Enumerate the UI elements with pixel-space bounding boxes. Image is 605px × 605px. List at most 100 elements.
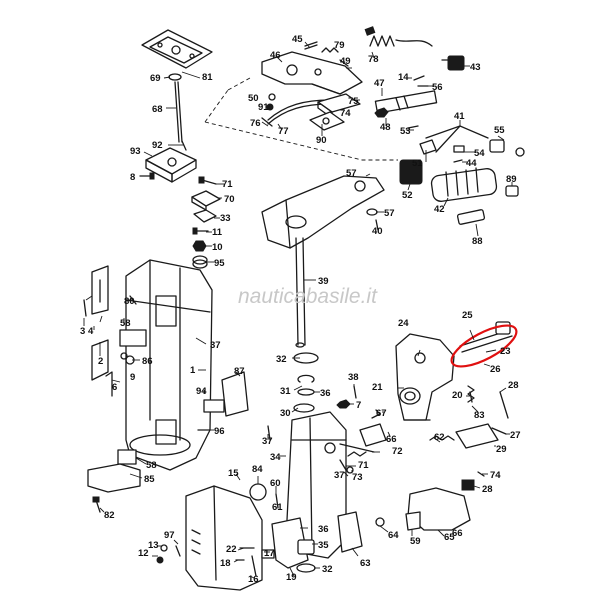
clamp-5 [91, 265, 109, 315]
callout-55: 55 [494, 125, 505, 136]
cap-89 [505, 185, 519, 197]
clamp-6-screw [105, 371, 113, 397]
callout-52: 52 [402, 190, 413, 201]
block-28b [461, 479, 475, 491]
plate-90 [309, 111, 345, 131]
clamp-2 [91, 339, 109, 381]
callout-3: 3 [80, 326, 85, 337]
callout-43: 43 [470, 62, 481, 73]
callout-31: 31 [280, 386, 291, 397]
bolt-49 [339, 59, 349, 67]
washer-73 [346, 466, 354, 474]
bushing-36 [297, 388, 315, 396]
callout-19: 19 [286, 572, 297, 583]
steering-arm-57 [261, 175, 385, 249]
pinion-88 [456, 209, 486, 225]
bracket-70 [191, 190, 221, 211]
screw-71 [198, 176, 217, 185]
callout-58b: 58 [146, 460, 157, 471]
bracket-66 [359, 423, 387, 447]
rod-27 [491, 427, 507, 435]
callout-48: 48 [380, 122, 391, 133]
callout-94: 94 [196, 386, 207, 397]
callout-66a: 66 [386, 434, 397, 445]
callout-73: 73 [352, 472, 363, 483]
screw-3 [83, 299, 87, 317]
callout-76: 76 [250, 118, 261, 129]
rod-28 [499, 391, 509, 419]
link-45 [304, 41, 318, 50]
bracket-29 [455, 423, 499, 449]
callout-14: 14 [398, 72, 409, 83]
throttle-shaft-47 [374, 90, 438, 114]
washer-57b [366, 208, 378, 216]
callout-82: 82 [104, 510, 115, 521]
callout-64: 64 [388, 530, 399, 541]
screw-74 [477, 471, 485, 477]
callout-79: 79 [334, 40, 345, 51]
callout-45: 45 [292, 34, 303, 45]
callout-93: 93 [130, 146, 141, 157]
callout-32a: 32 [276, 354, 287, 365]
callout-32b: 32 [322, 564, 333, 575]
screw-38 [353, 385, 357, 399]
watermark: nauticabasile.it [238, 285, 378, 308]
callout-20: 20 [452, 390, 463, 401]
switch-55 [489, 139, 525, 157]
callout-8: 8 [130, 172, 135, 183]
cover-93 [145, 147, 197, 183]
callout-57b: 57 [384, 208, 395, 219]
callout-91: 91 [258, 102, 269, 113]
callout-16: 16 [248, 574, 259, 585]
callout-2: 2 [98, 356, 103, 367]
knob-43 [441, 55, 465, 71]
screw-60 [275, 493, 279, 509]
callout-13: 13 [148, 540, 159, 551]
callout-26: 26 [490, 364, 501, 375]
callout-62: 62 [434, 432, 445, 443]
callout-29: 29 [496, 444, 507, 455]
callout-84: 84 [252, 464, 263, 475]
washer-50 [268, 93, 276, 101]
callout-67: 67 [376, 408, 387, 419]
nut-91 [266, 103, 274, 111]
callout-4: 4 [88, 326, 94, 337]
callout-11: 11 [212, 227, 223, 238]
tilt-bracket-24 [395, 333, 455, 421]
pin-92 [181, 140, 187, 151]
dashed-box [204, 77, 398, 161]
callout-86: 86 [142, 356, 153, 367]
knob-17 [261, 549, 275, 559]
callout-80: 80 [124, 296, 135, 307]
callout-53: 53 [400, 126, 411, 137]
callout-37a: 37 [210, 340, 221, 351]
screw-40 [375, 219, 379, 231]
callout-89: 89 [506, 174, 517, 185]
callout-65: 65 [444, 532, 455, 543]
screw-44 [453, 159, 463, 163]
plate-84 [249, 483, 267, 501]
callout-87: 87 [234, 366, 245, 377]
bolt-16 [251, 555, 257, 577]
spring-71 [347, 451, 367, 457]
callout-17: 17 [264, 548, 275, 559]
callout-22: 22 [226, 544, 237, 555]
grip-42 [430, 167, 498, 202]
grommet-95 [192, 255, 208, 269]
callout-63: 63 [360, 558, 371, 569]
callout-78: 78 [368, 54, 379, 65]
bracket-63 [337, 511, 363, 553]
nut-48 [374, 107, 389, 118]
callout-37c: 37 [334, 470, 345, 481]
callout-69: 69 [150, 73, 161, 84]
callout-28a: 28 [508, 380, 519, 391]
callout-50: 50 [248, 93, 259, 104]
tube-52 [399, 159, 423, 185]
callout-23: 23 [500, 346, 511, 357]
callout-40: 40 [372, 226, 383, 237]
clip-31 [297, 374, 315, 383]
callout-85: 85 [144, 474, 155, 485]
nut-7 [336, 399, 351, 409]
spring-62 [429, 435, 455, 441]
